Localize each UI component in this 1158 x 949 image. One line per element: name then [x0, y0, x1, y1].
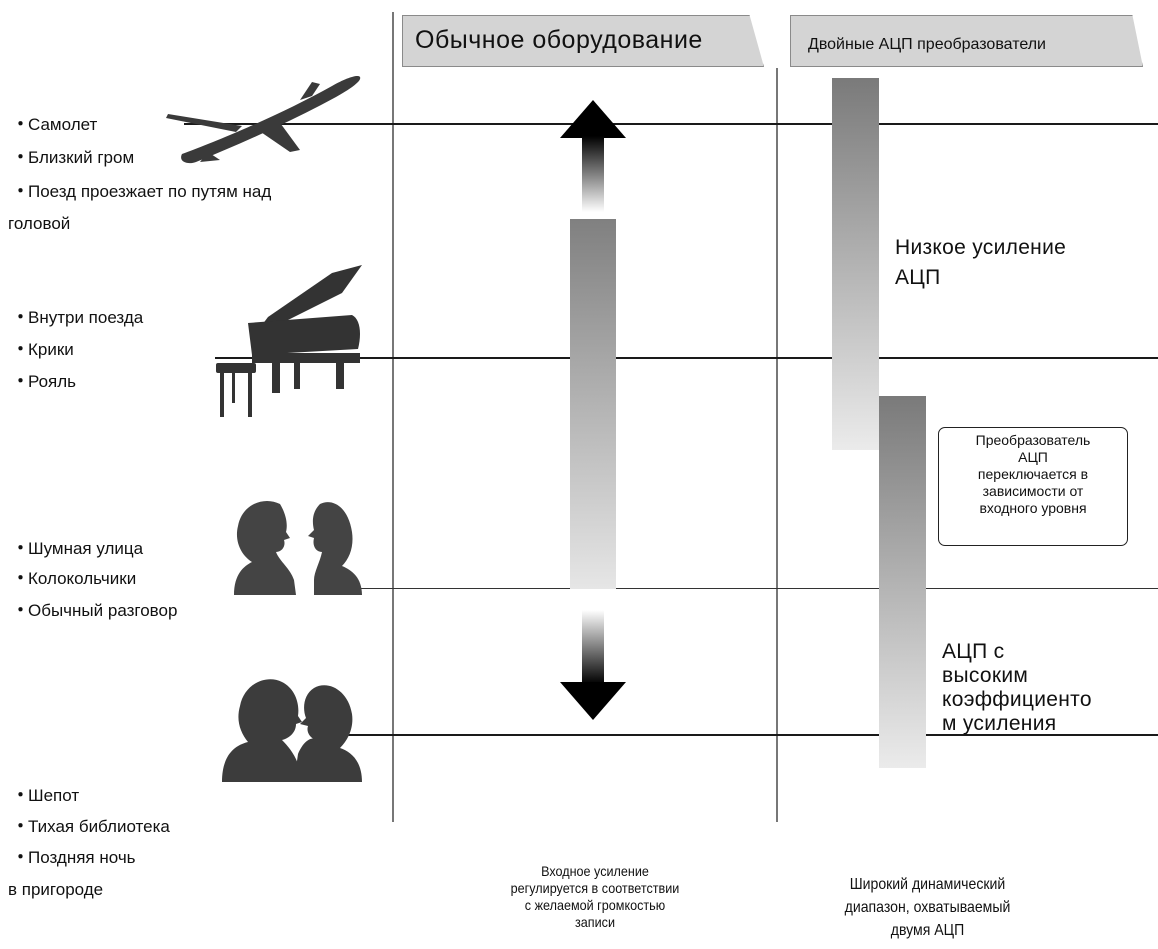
sound-item: в пригороде [8, 880, 104, 899]
adc-switch-note: Преобразователь АЦП переключается в зави… [938, 427, 1128, 546]
sound-item: ・Поезд проезжает по путям над [12, 182, 272, 201]
sound-item: ・Поздняя ночь [12, 848, 136, 867]
column-divider-right [776, 68, 778, 822]
level-line-upper-mid [215, 357, 1158, 359]
sound-item: ・Крики [12, 340, 74, 359]
level-line-lower-mid [340, 588, 1158, 589]
level-line-loud [184, 123, 1158, 125]
header-dual-adc: Двойные АЦП преобразователи [790, 15, 1143, 67]
conventional-range-bar [570, 219, 616, 589]
sound-item: ・Колокольчики [12, 569, 137, 588]
two-people-talking-icon [234, 500, 362, 595]
conventional-caption: Входное усиление регулируется в соответс… [510, 863, 680, 930]
level-line-quiet [310, 734, 1158, 736]
low-gain-adc-label: Низкое усиление АЦП [895, 236, 1067, 289]
column-divider-left [392, 12, 394, 822]
sound-item: ・Шепот [12, 786, 80, 805]
sound-item: ・Тихая библиотека [12, 817, 170, 836]
gain-up-arrow [560, 100, 626, 212]
sound-item: ・Близкий гром [12, 148, 135, 167]
low-gain-adc-bar [832, 78, 879, 450]
whispering-people-icon [222, 679, 362, 782]
header-conventional: Обычное оборудование [402, 15, 764, 67]
header-dual-adc-label: Двойные АЦП преобразователи [808, 36, 1046, 53]
grand-piano-icon [216, 265, 362, 417]
header-conventional-label: Обычное оборудование [415, 26, 703, 54]
sound-item: ・Внутри поезда [12, 308, 144, 327]
sound-item: ・Обычный разговор [12, 601, 178, 620]
gain-down-arrow [560, 610, 626, 720]
airplane-icon [166, 76, 361, 164]
sound-item: головой [8, 214, 71, 233]
high-gain-adc-bar [879, 396, 926, 768]
sound-item: ・Шумная улица [12, 539, 144, 558]
sound-item: ・Самолет [12, 115, 98, 134]
sound-item: ・Рояль [12, 372, 77, 391]
dual-adc-caption: Широкий динамический диапазон, охватывае… [844, 876, 1011, 939]
high-gain-adc-label: АЦП с высоким коэффициенто м усиления [942, 640, 1092, 735]
